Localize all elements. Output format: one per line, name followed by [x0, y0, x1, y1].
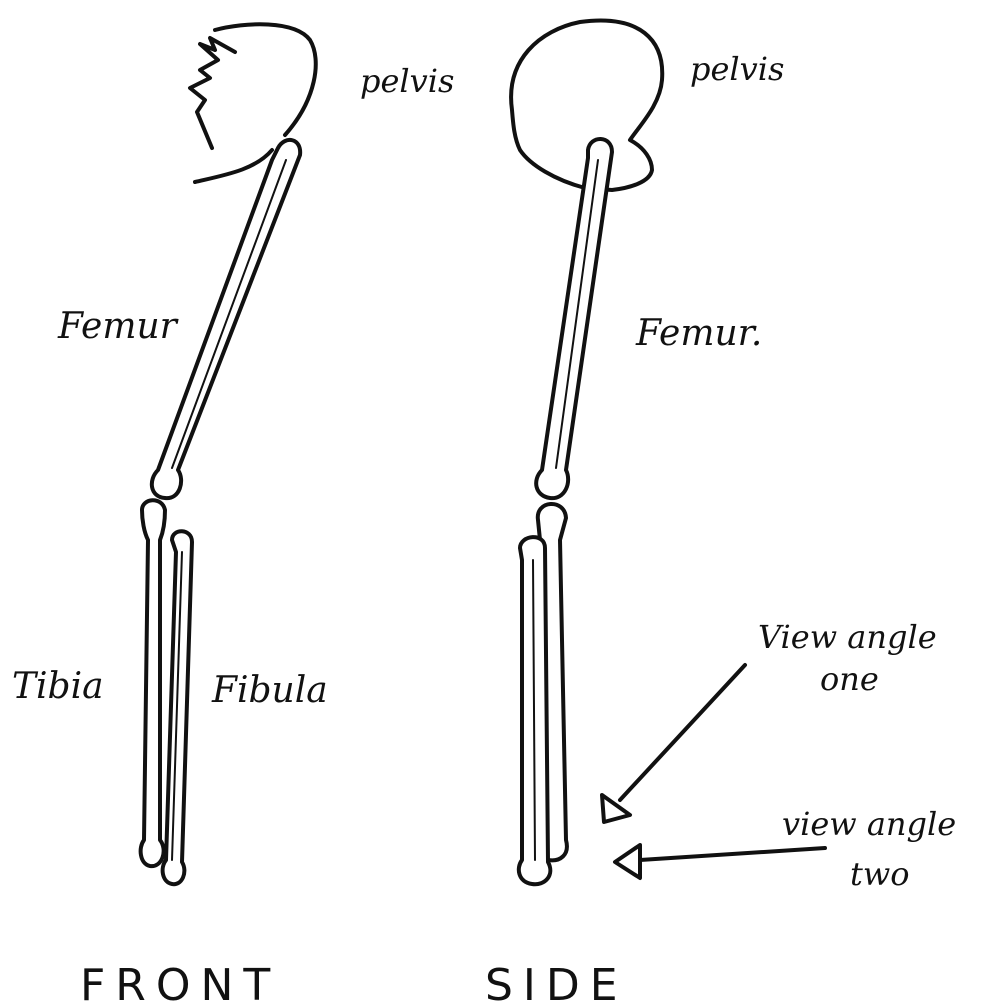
- view-angle-one-arrowhead: [602, 795, 630, 822]
- front-femur-label: Femur: [57, 306, 179, 347]
- view-angle-two-arrow-shaft: [640, 848, 825, 860]
- side-femur-shaft-line: [556, 160, 598, 468]
- front-caption: FRONT: [80, 960, 280, 1008]
- front-femur-shaft-line: [172, 160, 286, 468]
- view-angle-two-arrowhead: [615, 845, 640, 878]
- front-view: [141, 24, 316, 884]
- view-angle-one-label-line2: one: [820, 660, 879, 698]
- side-femur-label: Femur.: [635, 313, 762, 354]
- fibula-label: Fibula: [211, 670, 328, 711]
- view-angle-one-arrow-shaft: [620, 665, 745, 800]
- view-angle-two-label-line2: two: [850, 855, 910, 893]
- side-femur: [536, 139, 612, 498]
- front-pelvis-label: pelvis: [360, 62, 454, 100]
- view-angle-one-label-line1: View angle: [758, 618, 937, 656]
- side-view: [511, 21, 825, 885]
- side-pelvis-label: pelvis: [690, 50, 784, 88]
- side-caption: SIDE: [485, 960, 628, 1008]
- front-tibia: [141, 500, 165, 866]
- view-angle-two-label-line1: view angle: [782, 805, 956, 843]
- tibia-label: Tibia: [12, 666, 104, 707]
